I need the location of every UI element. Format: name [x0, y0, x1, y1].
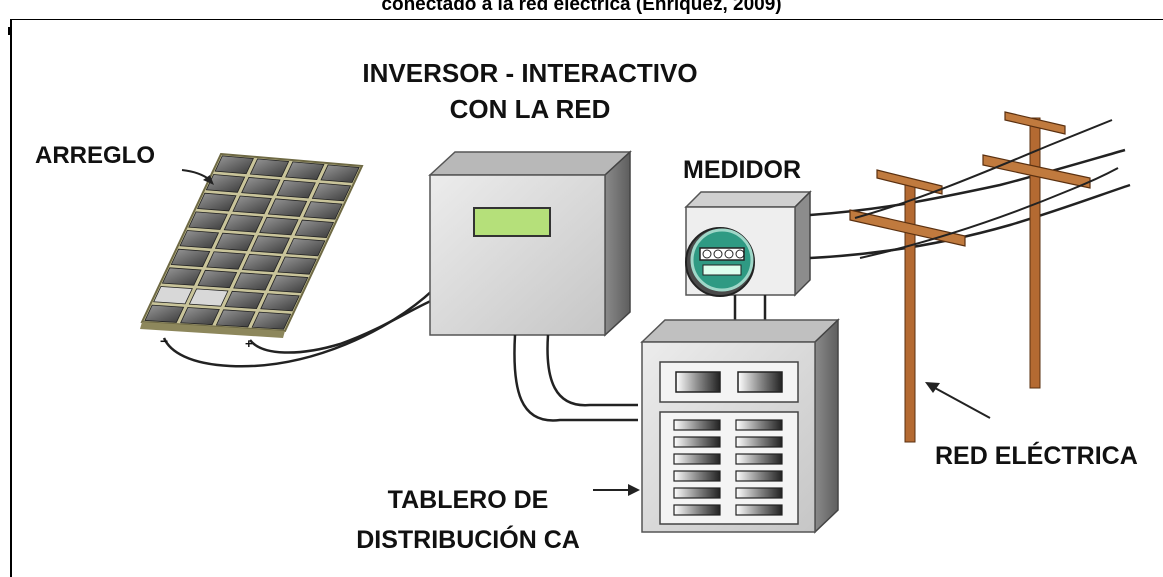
branch-breaker [673, 419, 721, 431]
solar-cell [144, 304, 185, 323]
solar-cell [180, 307, 220, 326]
solar-cell [241, 253, 282, 273]
solar-cell [196, 192, 237, 212]
solar-cell [153, 286, 193, 305]
utility-pole-left [849, 169, 966, 443]
negative-terminal-sign: − [160, 333, 168, 349]
solar-cell [206, 251, 246, 270]
branch-breaker [735, 487, 783, 499]
solar-cell [259, 216, 299, 236]
solar-cell [276, 179, 316, 199]
solar-cell [260, 293, 300, 312]
solar-cell [205, 174, 246, 193]
solar-cell [223, 214, 264, 233]
solar-panel-cells [144, 155, 360, 330]
label-inversor-line1: INVERSOR - INTERACTIVO [362, 58, 697, 88]
solar-cell [214, 232, 255, 252]
inverter-box [428, 150, 632, 337]
utility-pole-right [982, 111, 1091, 389]
label-tablero-line2: DISTRIBUCIÓN CA [356, 524, 580, 554]
solar-cell [311, 182, 352, 202]
branch-breaker [735, 436, 783, 448]
solar-cell [232, 195, 272, 215]
solar-cell [224, 290, 265, 309]
branch-breaker [673, 453, 721, 465]
solar-cell [285, 161, 325, 181]
meter-to-grid-wire-1 [809, 148, 1126, 217]
figure-frame-tick [8, 27, 12, 35]
branch-breaker [673, 470, 721, 482]
panel-positive-wire [249, 298, 434, 354]
solar-cell [197, 269, 238, 289]
figure-caption: conectado a la red eléctrica (Enríquez, … [381, 0, 782, 15]
label-red-electrica: RED ELÉCTRICA [935, 441, 1138, 470]
solar-cell [179, 230, 220, 249]
solar-cell [215, 309, 256, 328]
branch-breaker [673, 487, 721, 499]
branch-breaker [735, 453, 783, 465]
branch-breaker [735, 419, 783, 431]
panel-branch-breakers [673, 419, 783, 516]
arreglo-pointer-head [203, 175, 214, 185]
solar-cell [267, 198, 308, 217]
inverter-to-panel-wire-2 [546, 334, 638, 407]
solar-cell [161, 267, 202, 286]
solar-cell [250, 235, 291, 254]
inverter-front [429, 174, 606, 336]
solar-panel-edge [140, 322, 285, 338]
meter-to-grid-wire-2 [809, 183, 1131, 260]
inverter-top [428, 151, 632, 176]
solar-cell [303, 201, 343, 220]
inverter-display [473, 207, 551, 237]
figure-frame-left [10, 19, 12, 577]
label-tablero-line1: TABLERO DE [388, 486, 549, 514]
distribution-panel [640, 318, 840, 534]
figure-frame-top [10, 19, 1163, 20]
meter [684, 190, 812, 297]
solar-cell [251, 311, 292, 330]
branch-breaker [673, 504, 721, 516]
solar-cell [241, 177, 281, 196]
solar-cell [320, 164, 360, 183]
label-arreglo: ARREGLO [35, 142, 155, 169]
solar-cell [277, 256, 317, 275]
inverter-to-panel-wire-1 [513, 334, 638, 422]
solar-cell [170, 248, 211, 268]
solar-cell [214, 155, 254, 175]
solar-cell [249, 158, 290, 178]
solar-cell [188, 288, 229, 307]
solar-array [140, 152, 364, 338]
inverter-side [604, 150, 631, 337]
solar-cell [233, 272, 273, 291]
solar-cell [294, 219, 335, 238]
solar-cell [188, 211, 228, 230]
solar-cell [285, 238, 326, 257]
label-inversor-line2: CON LA RED [450, 94, 611, 124]
branch-breaker [735, 504, 783, 516]
label-medidor: MEDIDOR [683, 156, 801, 184]
branch-breaker [735, 470, 783, 482]
solar-cell [268, 274, 309, 293]
positive-terminal-sign: + [245, 336, 253, 351]
branch-breaker [673, 436, 721, 448]
